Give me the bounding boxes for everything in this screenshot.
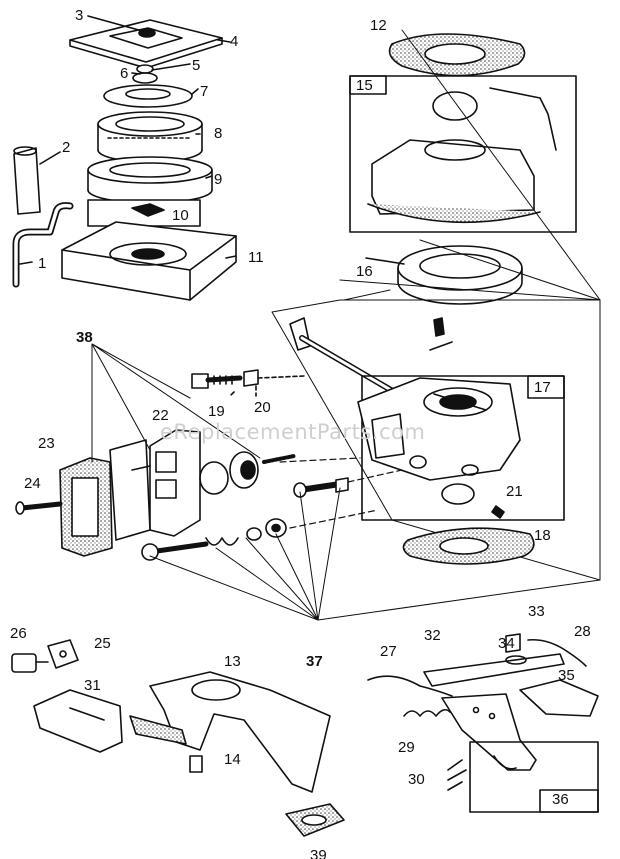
callout-35: 35 bbox=[558, 667, 575, 684]
callout-36: 36 bbox=[552, 791, 569, 808]
spring-29 bbox=[403, 708, 451, 717]
callout-8: 8 bbox=[214, 125, 223, 142]
watermark-text: eReplacementParts.com bbox=[160, 420, 426, 444]
wing-nut bbox=[132, 64, 158, 84]
callout-17: 17 bbox=[534, 379, 551, 396]
callout-27: 27 bbox=[380, 643, 397, 660]
callout-16: 16 bbox=[356, 263, 373, 280]
screw-14 bbox=[189, 755, 203, 773]
carburetor-body bbox=[357, 377, 521, 505]
seal-plate bbox=[103, 84, 193, 108]
callout-9: 9 bbox=[214, 171, 223, 188]
callout-20: 20 bbox=[254, 399, 271, 416]
callout-14: 14 bbox=[224, 751, 241, 768]
callout-37: 37 bbox=[306, 653, 323, 670]
spring-rings bbox=[199, 451, 296, 495]
callout-29: 29 bbox=[398, 739, 415, 756]
gasket-10 bbox=[87, 199, 201, 227]
callout-22: 22 bbox=[152, 407, 169, 424]
callout-25: 25 bbox=[94, 635, 111, 652]
callout-28: 28 bbox=[574, 623, 591, 640]
air-cleaner-base bbox=[61, 221, 237, 301]
callout-10: 10 bbox=[172, 207, 189, 224]
screw-19 bbox=[191, 373, 243, 389]
tube-2 bbox=[13, 146, 41, 215]
plate-22 bbox=[149, 429, 201, 537]
lever-32 bbox=[423, 653, 565, 687]
spring-30 bbox=[447, 759, 467, 791]
callout-5: 5 bbox=[192, 57, 201, 74]
callout-19: 19 bbox=[208, 403, 225, 420]
screw-26 bbox=[11, 653, 49, 673]
callout-15: 15 bbox=[356, 77, 373, 94]
callout-23: 23 bbox=[38, 435, 55, 452]
callout-33: 33 bbox=[528, 603, 545, 620]
plate-assembly bbox=[441, 693, 537, 771]
callout-18: 18 bbox=[534, 527, 551, 544]
bolt-24 bbox=[15, 501, 63, 515]
breather-tube-1 bbox=[12, 202, 74, 288]
diaphragm bbox=[109, 439, 151, 541]
pre-cleaner bbox=[87, 156, 213, 204]
callout-11: 11 bbox=[248, 249, 264, 266]
callout-4: 4 bbox=[230, 33, 239, 50]
float-16 bbox=[365, 245, 523, 305]
bolts-37 bbox=[141, 477, 349, 561]
box-15 bbox=[349, 75, 577, 233]
callout-1: 1 bbox=[38, 255, 47, 272]
callout-30: 30 bbox=[408, 771, 425, 788]
filter-element bbox=[97, 111, 203, 163]
needle-valve bbox=[429, 317, 453, 351]
callout-3: 3 bbox=[75, 7, 84, 24]
gasket-18 bbox=[402, 527, 535, 565]
bracket-31 bbox=[33, 689, 123, 753]
callout-21: 21 bbox=[506, 483, 523, 500]
control-35 bbox=[519, 679, 599, 717]
callout-13: 13 bbox=[224, 653, 241, 670]
spring-28 bbox=[527, 638, 587, 667]
nut-25 bbox=[47, 639, 79, 669]
screw-33 bbox=[505, 633, 521, 653]
callout-26: 26 bbox=[10, 625, 27, 642]
spring-20 bbox=[243, 369, 259, 387]
spring-27 bbox=[367, 675, 453, 697]
callout-39: 39 bbox=[310, 847, 327, 859]
box-36 bbox=[469, 741, 599, 813]
callout-12: 12 bbox=[370, 17, 387, 34]
callout-31: 31 bbox=[84, 677, 101, 694]
gasket-39 bbox=[285, 803, 345, 837]
callout-34: 34 bbox=[498, 635, 515, 652]
screw-21 bbox=[491, 505, 505, 519]
washer-34 bbox=[505, 655, 527, 665]
callout-38: 38 bbox=[76, 329, 93, 346]
callout-24: 24 bbox=[24, 475, 41, 492]
gasket-12 bbox=[388, 33, 526, 77]
callout-6: 6 bbox=[120, 65, 129, 82]
callout-2: 2 bbox=[62, 139, 71, 156]
callout-32: 32 bbox=[424, 627, 441, 644]
gasket-23 bbox=[59, 457, 113, 557]
manifold-13 bbox=[129, 671, 331, 793]
callout-7: 7 bbox=[200, 83, 209, 100]
box-17 bbox=[361, 375, 565, 521]
